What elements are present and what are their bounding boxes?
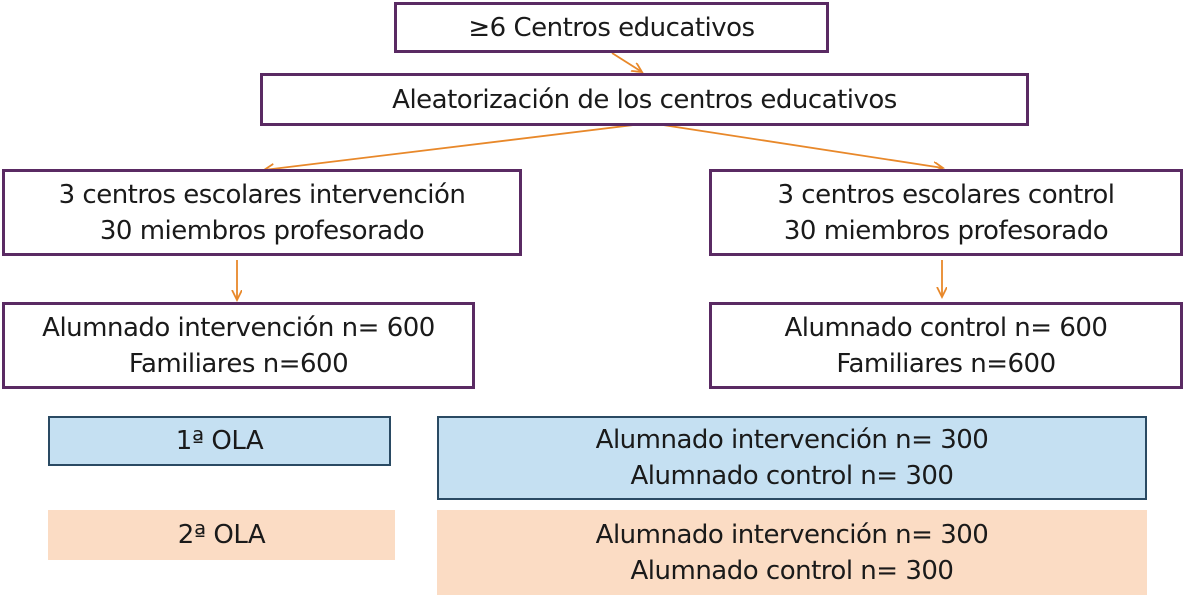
control-schools-box: 3 centros escolares control 30 miembros … [709,169,1183,256]
control-schools-line2: 30 miembros profesorado [783,215,1109,246]
wave1-detail-box: Alumnado intervención n= 300 Alumnado co… [437,416,1147,500]
intervention-families-line2: Familiares n=600 [128,348,349,379]
wave1-intervention-line: Alumnado intervención n= 300 [595,425,989,455]
control-students-box: Alumnado control n= 600 Familiares n=600 [709,302,1183,389]
intervention-schools-line1: 3 centros escolares intervención [58,179,466,210]
wave2-intervention-line: Alumnado intervención n= 300 [595,519,989,550]
wave1-control-line: Alumnado control n= 300 [630,461,954,491]
control-schools-line1: 3 centros escolares control [777,179,1115,210]
arrow-random-to-control [649,122,943,168]
wave1-label: 1ª OLA [175,426,264,456]
intervention-students-line1: Alumnado intervención n= 600 [42,312,435,343]
wave2-label-box: 2ª OLA [48,510,395,560]
randomization-text: Aleatorización de los centros educativos [392,84,897,115]
wave2-control-line: Alumnado control n= 300 [630,555,954,586]
control-families-line2: Familiares n=600 [836,348,1056,379]
intervention-students-box: Alumnado intervención n= 600 Familiares … [2,302,475,389]
total-schools-box: ≥6 Centros educativos [394,2,829,53]
wave2-label: 2ª OLA [177,520,266,550]
arrow-random-to-intervention [264,122,651,170]
intervention-schools-box: 3 centros escolares intervención 30 miem… [2,169,522,256]
wave1-label-box: 1ª OLA [48,416,391,466]
wave2-detail-box: Alumnado intervención n= 300 Alumnado co… [437,510,1147,595]
arrow-top-to-random [611,52,642,72]
randomization-box: Aleatorización de los centros educativos [260,73,1029,126]
control-students-line1: Alumnado control n= 600 [784,312,1108,343]
total-schools-text: ≥6 Centros educativos [468,12,755,43]
intervention-schools-line2: 30 miembros profesorado [99,215,425,246]
